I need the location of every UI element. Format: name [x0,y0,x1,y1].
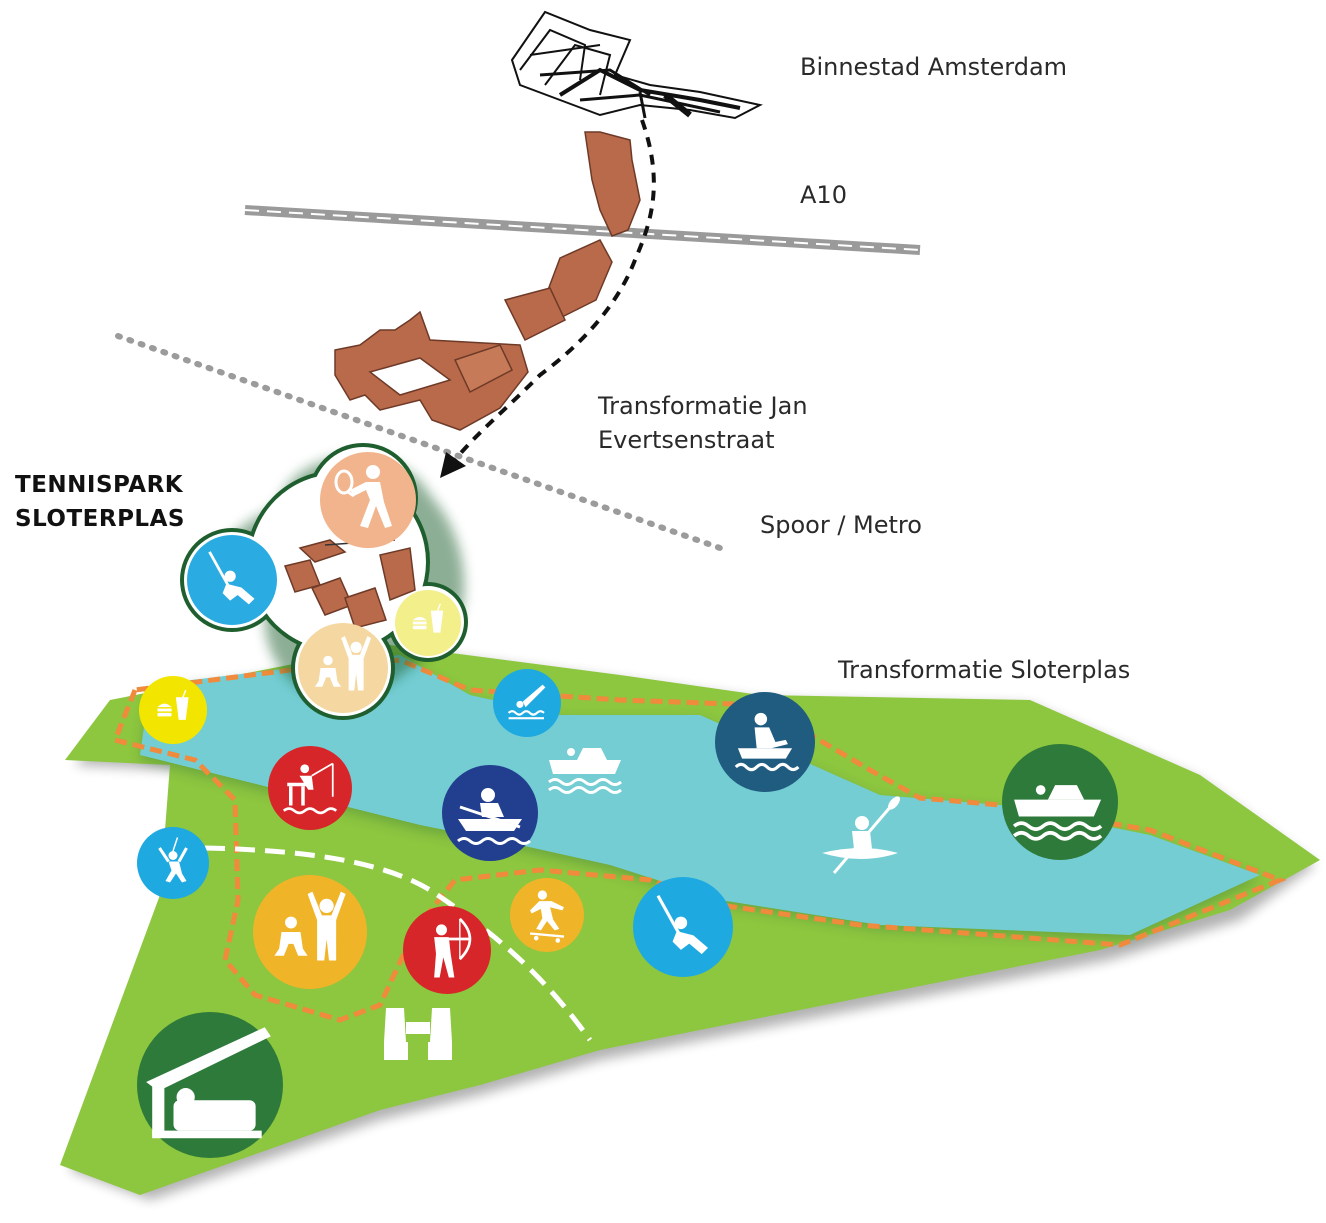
rowing-icon [442,765,538,861]
swing-icon [633,877,733,977]
diving-icon [493,669,561,737]
playground-icon [253,875,367,989]
camping-icon [137,1012,283,1158]
label-jan-line2: Evertsenstraat [598,426,775,454]
motorboat-icon [1002,744,1118,860]
city-centre-sketch [510,10,763,120]
skateboard-icon [510,878,584,952]
tennispark-title: TENNISPARK SLOTERPLAS [15,468,185,536]
motorboat-icon [548,748,622,794]
snack-icon [395,590,461,656]
walking-route [111,657,1287,1023]
fishing-icon [268,746,352,830]
tennis-clubhouse [283,539,416,629]
route-arrow-head [440,452,466,478]
snack-icon [139,676,207,744]
playground-icon [298,623,388,713]
tennis-icon [320,452,416,548]
white-path [204,845,593,1042]
railway-line [115,333,723,551]
swing-icon [187,535,277,625]
route-arrow [453,119,656,462]
label-jan-line1: Transformatie Jan [598,392,808,420]
kayak-icon [822,796,900,874]
label-spoor-metro: Spoor / Metro [760,511,922,539]
tennispark-title-line1: TENNISPARK [15,472,184,498]
jetski-icon [715,692,815,792]
climbing-icon [137,827,209,899]
a10-road [244,205,921,255]
label-a10: A10 [800,181,847,209]
label-binnenstad: Binnestad Amsterdam [800,53,1068,81]
sloterplas-water [140,655,1260,935]
street-buildings [334,131,641,431]
archery-icon [403,906,491,994]
tennispark-title-line2: SLOTERPLAS [15,506,185,532]
label-jan-evertsenstraat: Transformatie Jan Evertsenstraat [598,389,808,457]
binoculars-icon [384,1008,452,1060]
label-sloterplas: Transformatie Sloterplas [838,656,1131,684]
